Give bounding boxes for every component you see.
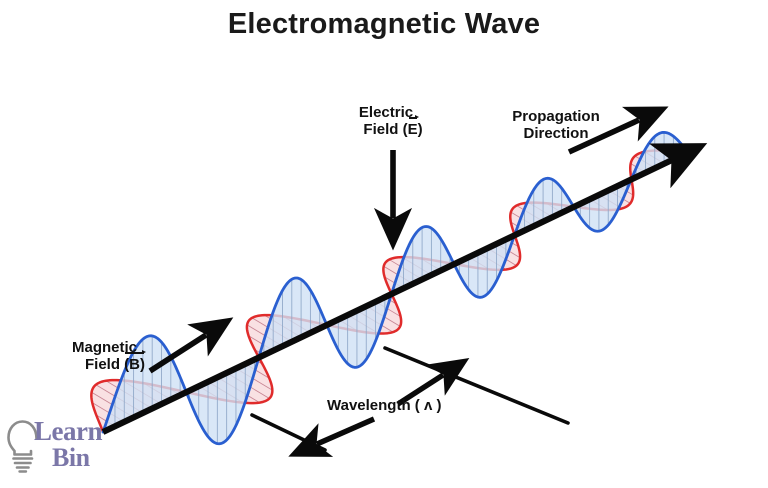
magnetic-field-arrow — [148, 317, 234, 374]
wavelength-pointer-arrow — [396, 358, 470, 407]
lightbulb-icon — [7, 420, 38, 473]
learnbin-logo[interactable]: Learn Bin — [6, 408, 110, 480]
electric-field-label-line2: Field (E) — [363, 114, 423, 139]
wavelength-leader-left — [250, 413, 327, 452]
page-title: Electromagnetic Wave — [227, 8, 541, 40]
magnetic-field-label: Magnetic Field (B) — [72, 339, 182, 374]
wavelength-leader-right — [383, 346, 570, 425]
magnetic-field-label-line1: Magnetic — [72, 339, 138, 356]
propagation-direction-arrow — [567, 106, 669, 155]
magnetic-field-vector-symbol: (B) — [124, 349, 146, 374]
logo-word-bin: Bin — [52, 443, 90, 472]
magnetic-field-label-line2: Field (B) — [85, 349, 146, 374]
logo-word-learn: Learn — [34, 416, 103, 446]
propagation-label-line1: Propagation — [512, 108, 600, 125]
electric-field-label-line1: Electric — [358, 104, 414, 121]
electric-field-wave — [101, 130, 690, 446]
wavelength-span-arrow — [288, 416, 376, 457]
propagation-label-line2: Direction — [523, 125, 589, 143]
wavelength-label: Wavelength ( ʌ ) — [327, 397, 442, 414]
electric-field-vector-symbol: E — [407, 114, 419, 139]
propagation-axis — [101, 143, 708, 435]
electric-field-label: Electric Field (E) — [338, 104, 434, 139]
propagation-direction-label: Propagation Direction — [503, 108, 609, 143]
